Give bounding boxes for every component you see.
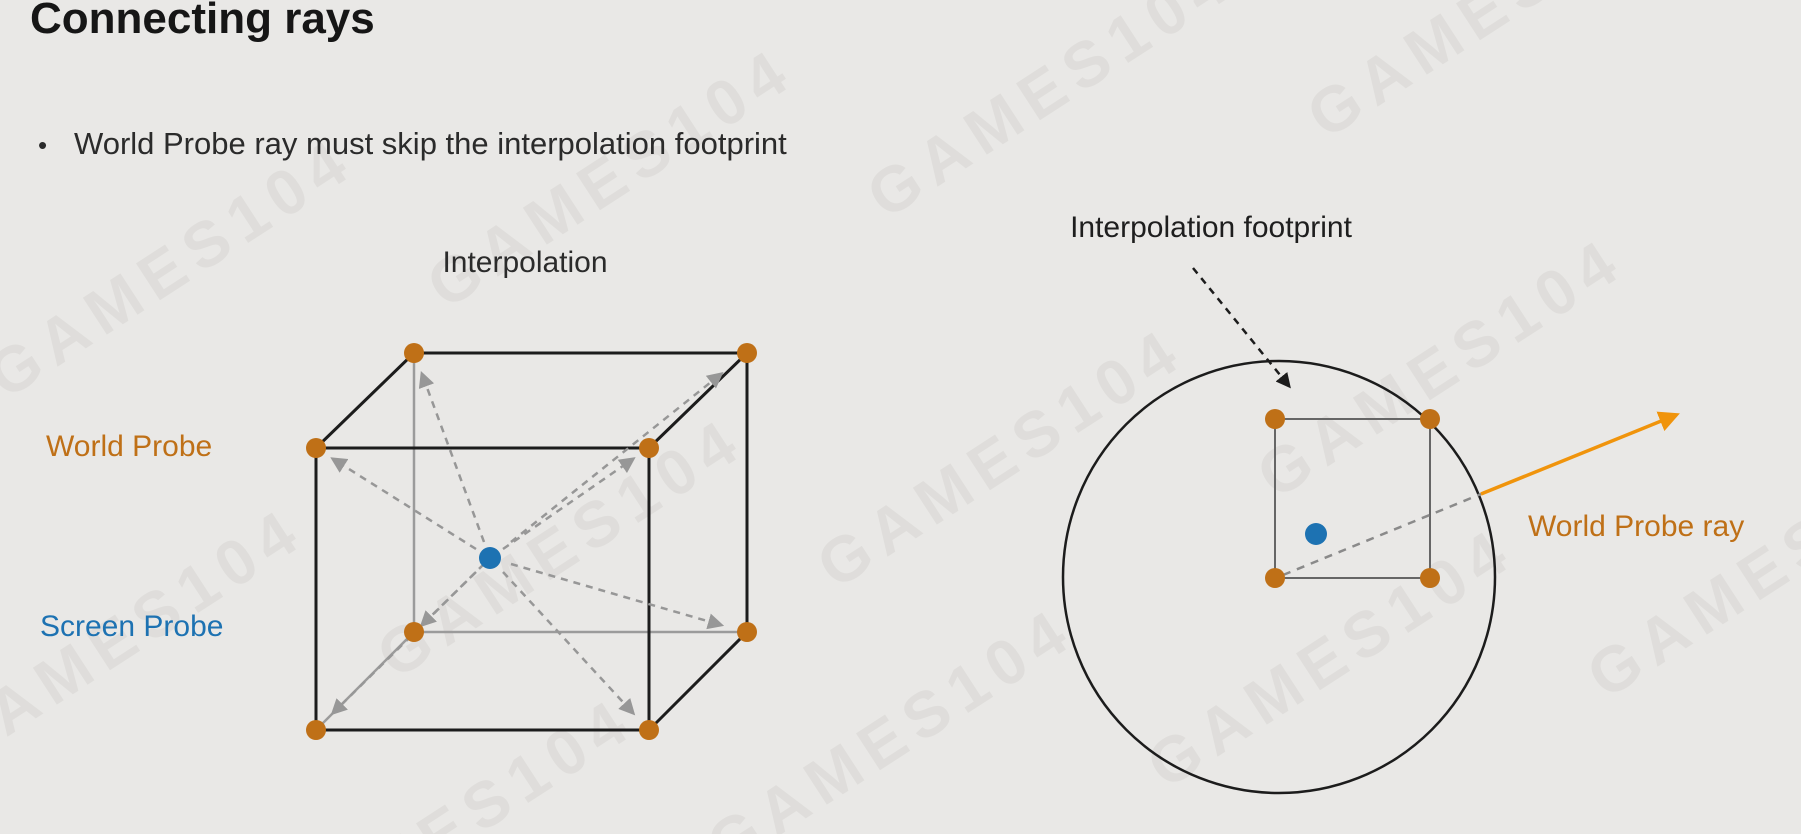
cube-edge [647,351,749,450]
world-probe-dot [737,343,757,363]
interpolation-footprint-label: Interpolation footprint [1070,211,1352,244]
world-probe-dot [639,720,659,740]
world-probe-dot [1265,568,1285,588]
world-probe-ray-label: World Probe ray [1528,510,1745,543]
interp-arrow [418,370,486,543]
interp-arrow [502,457,636,551]
interp-arrow [510,562,725,630]
world-probe-dot [306,438,326,458]
world-probe-dot [404,622,424,642]
slide-title: Connecting rays [30,0,375,43]
interpolation-label: Interpolation [442,246,608,279]
screen-probe-dot [1305,523,1327,545]
world-probe-dot [737,622,757,642]
footprint-pointer-arrow [1192,267,1291,389]
screen-probe-dot [479,547,501,569]
footprint-square [1274,418,1431,579]
cube-visible-edges [314,351,749,732]
footprint-corner-dots [1265,409,1440,588]
world-probe-dot [1420,568,1440,588]
world-probe-label: World Probe [46,430,213,463]
bullet-marker: • [38,130,48,160]
screen-probe-label: Screen Probe [40,610,224,643]
world-probe-dot [404,343,424,363]
bullet-point: • World Probe ray must skip the interpol… [38,126,787,162]
world-probe-dot [1420,409,1440,429]
interp-arrow [502,571,636,716]
world-probe-ray-arrow [1480,411,1680,496]
bullet-text: World Probe ray must skip the interpolat… [74,126,787,161]
cube-edge [314,351,416,450]
world-probe-dot [1265,409,1285,429]
interp-arrow [510,371,724,543]
world-probe-dot [639,438,659,458]
footprint-circle [1061,359,1497,795]
interpolation-ray-arrows [330,370,725,716]
cube-hidden-edges [315,353,747,731]
world-probe-dots [306,343,757,740]
cube-edge [647,630,749,732]
world-probe-dot [306,720,326,740]
world-probe-ray-dashed [1282,492,1482,577]
interp-arrow [330,457,477,551]
